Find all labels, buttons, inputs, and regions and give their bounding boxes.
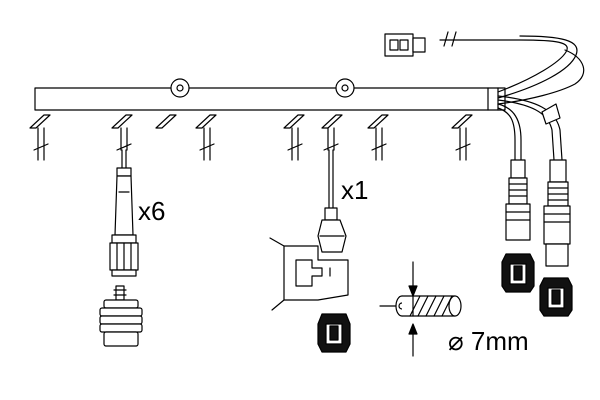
terminal-cap bbox=[501, 253, 535, 293]
right-lead-right bbox=[497, 95, 571, 267]
wire-rail bbox=[34, 87, 506, 111]
coil-harness bbox=[384, 31, 585, 105]
right-lead-left bbox=[497, 103, 531, 241]
mount-bolt-icon bbox=[335, 78, 355, 98]
spark-plug-lead-x6 bbox=[109, 127, 139, 277]
cable-diameter-callout bbox=[379, 261, 462, 357]
wire-clip-row bbox=[29, 114, 473, 161]
diameter-label: ⌀ 7mm bbox=[448, 326, 529, 356]
terminal-cap bbox=[317, 313, 351, 353]
terminal-nut-cap bbox=[99, 285, 143, 347]
quantity-label-one: x1 bbox=[341, 175, 369, 205]
mount-bolt-icon bbox=[170, 78, 190, 98]
spark-plug-lead-x1 bbox=[269, 127, 349, 311]
terminal-cap bbox=[539, 277, 573, 317]
quantity-label-six: x6 bbox=[138, 196, 166, 226]
